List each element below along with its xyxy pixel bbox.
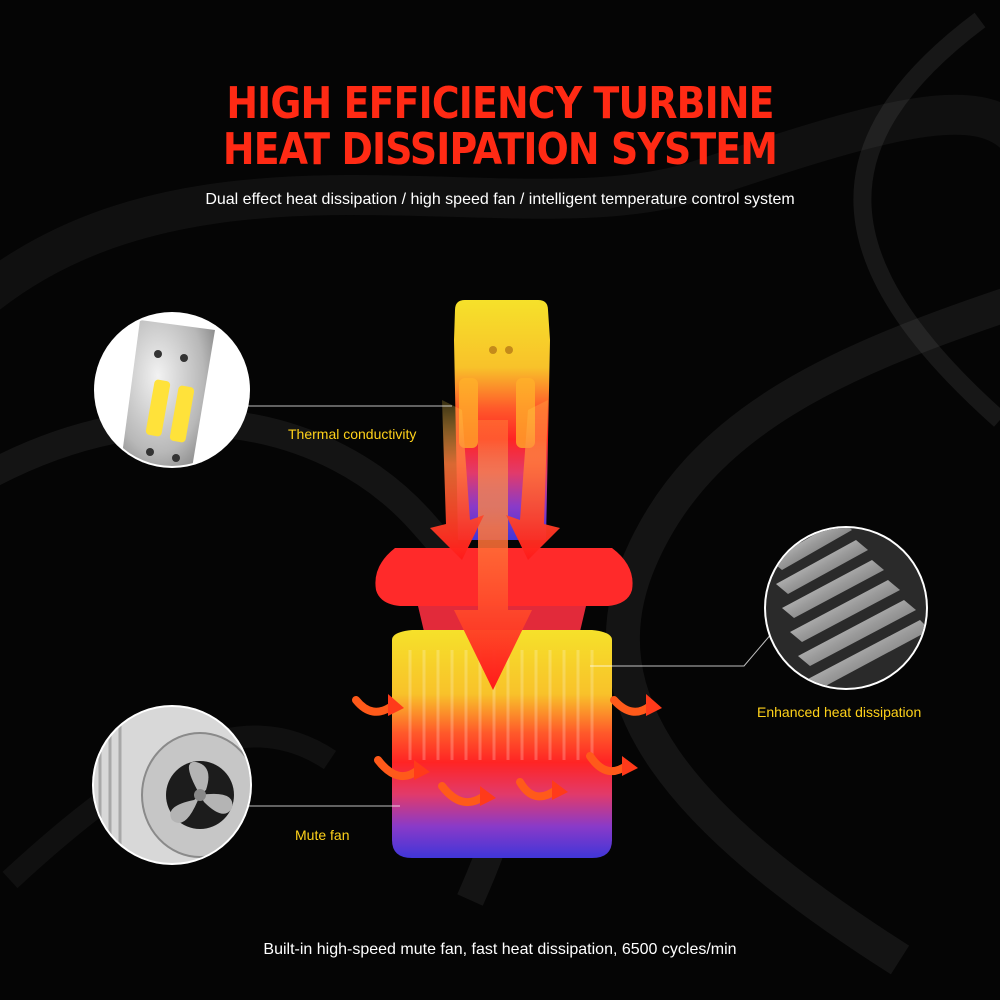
footer-caption: Built-in high-speed mute fan, fast heat … bbox=[263, 941, 737, 958]
callout-enhanced-heat-dissipation: Enhanced heat dissipation bbox=[757, 704, 922, 720]
headline-line-2: HEAT DISSIPATION SYSTEM bbox=[222, 124, 778, 175]
subtitle: Dual effect heat dissipation / high spee… bbox=[205, 191, 795, 208]
swirl-arrows bbox=[352, 694, 662, 807]
heat-flow-arrows bbox=[430, 400, 560, 690]
callout-thermal-conductivity: Thermal conductivity bbox=[288, 426, 417, 442]
headline-line-1: HIGH EFFICIENCY TURBINE bbox=[226, 78, 774, 129]
callout-lines bbox=[248, 405, 779, 807]
heat-sink-zoom-circle bbox=[764, 526, 928, 690]
callout-mute-fan: Mute fan bbox=[295, 827, 350, 843]
filament-zoom-circle bbox=[94, 312, 250, 468]
fan-zoom-circle bbox=[92, 705, 252, 865]
